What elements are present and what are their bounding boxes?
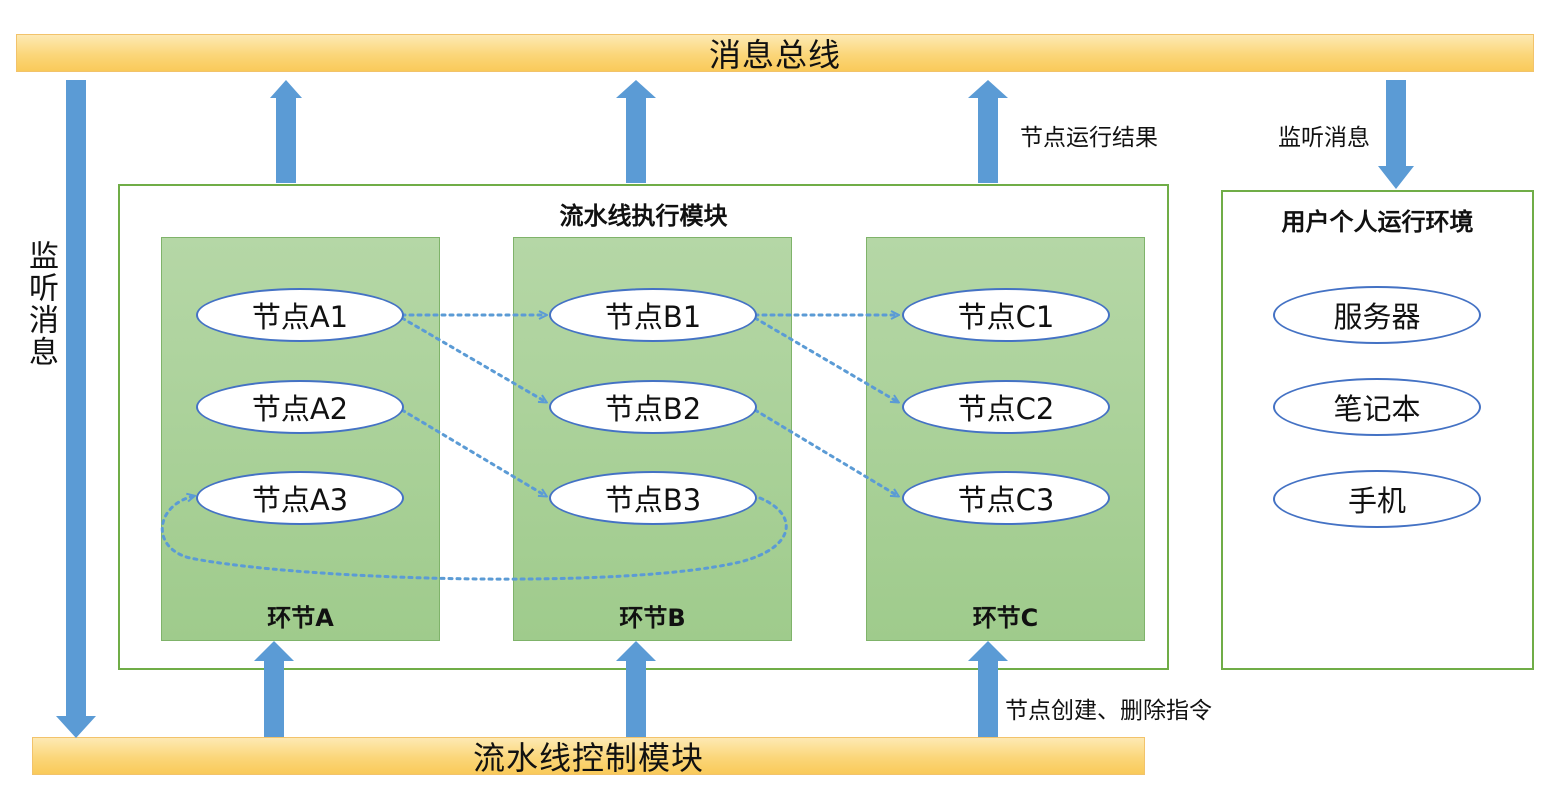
device-server[interactable]: 服务器 — [1273, 286, 1481, 344]
node-a1[interactable]: 节点A1 — [196, 288, 404, 342]
device-phone-label: 手机 — [1347, 484, 1406, 518]
node-a3-label: 节点A3 — [251, 483, 349, 517]
device-server-label: 服务器 — [1333, 300, 1421, 334]
command-arrow-a — [254, 641, 294, 737]
node-c1-label: 节点C1 — [957, 300, 1055, 334]
result-arrow-b — [616, 80, 656, 183]
result-arrow-c — [968, 80, 1008, 183]
node-c2[interactable]: 节点C2 — [902, 380, 1110, 434]
create-delete-annotation: 节点创建、删除指令 — [1005, 698, 1212, 724]
node-a3[interactable]: 节点A3 — [196, 471, 404, 525]
device-phone[interactable]: 手机 — [1273, 470, 1481, 528]
pipeline-control-label: 流水线控制模块 — [472, 739, 704, 777]
link-a2-b3 — [400, 408, 546, 496]
link-b1-c2 — [753, 316, 898, 402]
pipeline-execution-title: 流水线执行模块 — [559, 202, 728, 230]
node-b2[interactable]: 节点B2 — [549, 380, 757, 434]
node-a1-label: 节点A1 — [251, 300, 349, 334]
device-laptop[interactable]: 笔记本 — [1273, 378, 1481, 436]
env-listen-annotation: 监听消息 — [1278, 125, 1370, 151]
link-b2-c3 — [753, 408, 898, 496]
stage-b-label: 环节B — [619, 604, 686, 632]
node-c3[interactable]: 节点C3 — [902, 471, 1110, 525]
left-listen-arrow — [56, 80, 96, 738]
node-c1[interactable]: 节点C1 — [902, 288, 1110, 342]
command-arrow-b — [616, 641, 656, 737]
message-bus-label: 消息总线 — [708, 36, 841, 74]
left-listen-annotation: 监听消息 — [23, 240, 58, 368]
node-c2-label: 节点C2 — [957, 392, 1055, 426]
stage-c-label: 环节C — [972, 604, 1039, 632]
pipeline-control-module: 流水线控制模块 — [32, 737, 1145, 777]
message-bus: 消息总线 — [16, 34, 1534, 74]
result-arrow-a — [270, 80, 302, 183]
node-a2[interactable]: 节点A2 — [196, 380, 404, 434]
node-b1-label: 节点B1 — [604, 300, 702, 334]
node-b3[interactable]: 节点B3 — [549, 471, 757, 525]
link-a1-b2 — [400, 316, 546, 402]
node-result-annotation: 节点运行结果 — [1020, 125, 1158, 151]
link-b3-a3-loop — [160, 496, 788, 581]
env-listen-arrow — [1378, 80, 1414, 189]
node-b1[interactable]: 节点B1 — [549, 288, 757, 342]
node-a2-label: 节点A2 — [251, 392, 349, 426]
user-environment-title: 用户个人运行环境 — [1281, 208, 1474, 236]
node-c3-label: 节点C3 — [957, 483, 1055, 517]
command-arrow-c — [968, 641, 1008, 737]
device-laptop-label: 笔记本 — [1333, 392, 1421, 426]
node-b2-label: 节点B2 — [604, 392, 702, 426]
node-b3-label: 节点B3 — [604, 483, 702, 517]
stage-a-label: 环节A — [267, 604, 334, 632]
